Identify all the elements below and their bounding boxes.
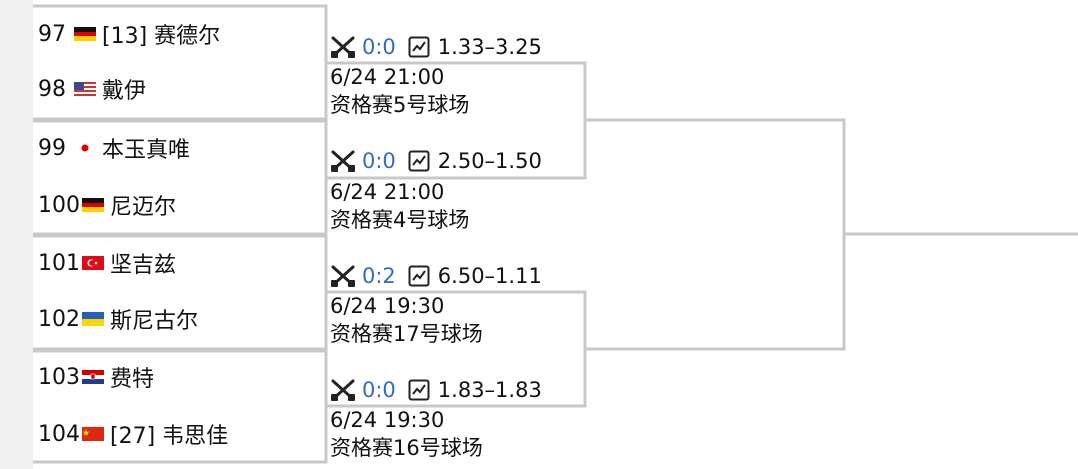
player-row[interactable]: 103 费特 [38,357,323,397]
line-chart-icon[interactable] [408,379,430,401]
match-info: 6/24 21:00 资格赛4号球场 [330,178,469,234]
match-odds: 1.83–1.83 [437,378,542,402]
draw-number: 102 [38,306,80,332]
player-name[interactable]: 本玉真唯 [102,138,191,163]
usa-flag-icon [74,82,96,96]
player-name[interactable]: [13] 赛德尔 [102,24,221,49]
draw-number: 99 [38,135,66,161]
match-score[interactable]: 0:2 [362,264,396,288]
match-info: 6/24 21:00 资格赛5号球场 [330,63,469,119]
match-venue: 资格赛4号球场 [330,208,470,232]
match-venue: 资格赛5号球场 [330,93,470,117]
player-name[interactable]: 戴伊 [102,79,147,104]
match-datetime: 6/24 21:00 [330,180,445,204]
match-venue: 资格赛17号球场 [330,322,483,346]
player-row[interactable]: 102 斯尼古尔 [38,299,323,339]
draw-number: 98 [38,76,66,102]
turkey-flag-icon [82,256,104,270]
draw-number: 97 [38,21,66,47]
match-odds: 6.50–1.11 [437,264,542,288]
draw-number: 104 [38,421,80,447]
line-chart-icon[interactable] [408,150,430,172]
player-name[interactable]: 费特 [110,367,155,392]
match-score-row[interactable]: 0:2 6.50–1.11 [330,261,580,291]
china-flag-icon [82,427,104,441]
match-datetime: 6/24 21:00 [330,65,445,89]
ukraine-flag-icon [82,312,104,326]
player-row[interactable]: 100 尼迈尔 [38,185,323,225]
match-odds: 1.33–3.25 [437,35,542,59]
player-name[interactable]: [27] 韦思佳 [110,424,229,449]
player-row[interactable]: 104 [27] 韦思佳 [38,414,323,454]
match-score[interactable]: 0:0 [362,149,396,173]
match-odds: 2.50–1.50 [437,149,542,173]
crossed-swords-icon[interactable] [330,35,356,59]
player-name[interactable]: 坚吉兹 [110,253,177,278]
draw-number: 101 [38,250,80,276]
japan-flag-icon [74,141,96,155]
match-datetime: 6/24 19:30 [330,408,445,432]
crossed-swords-icon[interactable] [330,149,356,173]
match-score-row[interactable]: 0:0 1.33–3.25 [330,32,580,62]
match-info: 6/24 19:30 资格赛16号球场 [330,406,483,462]
player-row[interactable]: 99 本玉真唯 [38,128,323,168]
player-row[interactable]: 98 戴伊 [38,69,323,109]
match-score-row[interactable]: 0:0 2.50–1.50 [330,146,580,176]
player-name[interactable]: 尼迈尔 [110,195,177,220]
crossed-swords-icon[interactable] [330,264,356,288]
line-chart-icon[interactable] [408,265,430,287]
croatia-flag-icon [82,370,104,384]
player-row[interactable]: 101 坚吉兹 [38,243,323,283]
germany-flag-icon [74,27,96,41]
draw-number: 103 [38,364,80,390]
match-datetime: 6/24 19:30 [330,294,445,318]
line-chart-icon[interactable] [408,36,430,58]
match-score-row[interactable]: 0:0 1.83–1.83 [330,375,580,405]
match-score[interactable]: 0:0 [362,378,396,402]
match-venue: 资格赛16号球场 [330,436,483,460]
match-info: 6/24 19:30 资格赛17号球场 [330,292,483,348]
germany-flag-icon [82,198,104,212]
match-score[interactable]: 0:0 [362,35,396,59]
crossed-swords-icon[interactable] [330,378,356,402]
player-row[interactable]: 97 [13] 赛德尔 [38,14,323,54]
draw-number: 100 [38,192,80,218]
player-name[interactable]: 斯尼古尔 [110,309,199,334]
